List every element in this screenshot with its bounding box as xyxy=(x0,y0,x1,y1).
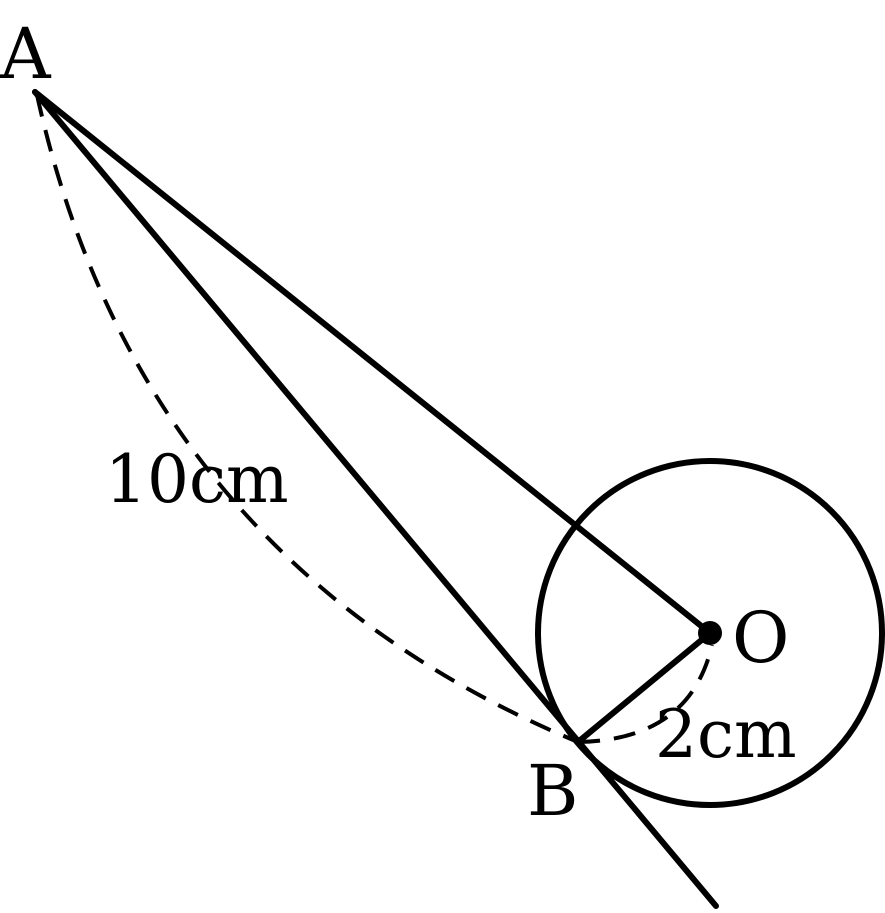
measurement-10cm: 10cm xyxy=(105,441,289,518)
center-point-o xyxy=(698,621,722,645)
circle-o xyxy=(535,458,885,808)
radius-o-b xyxy=(575,630,713,745)
arc-b-to-o-dashed xyxy=(577,644,714,744)
label-a: A xyxy=(0,13,52,95)
measurement-2cm: 2cm xyxy=(655,696,797,773)
label-b: B xyxy=(527,750,578,832)
arc-a-to-b-dashed xyxy=(35,94,579,744)
tangent-line-ab xyxy=(32,89,719,909)
label-o: O xyxy=(732,597,789,679)
segment-a-o xyxy=(32,89,713,636)
